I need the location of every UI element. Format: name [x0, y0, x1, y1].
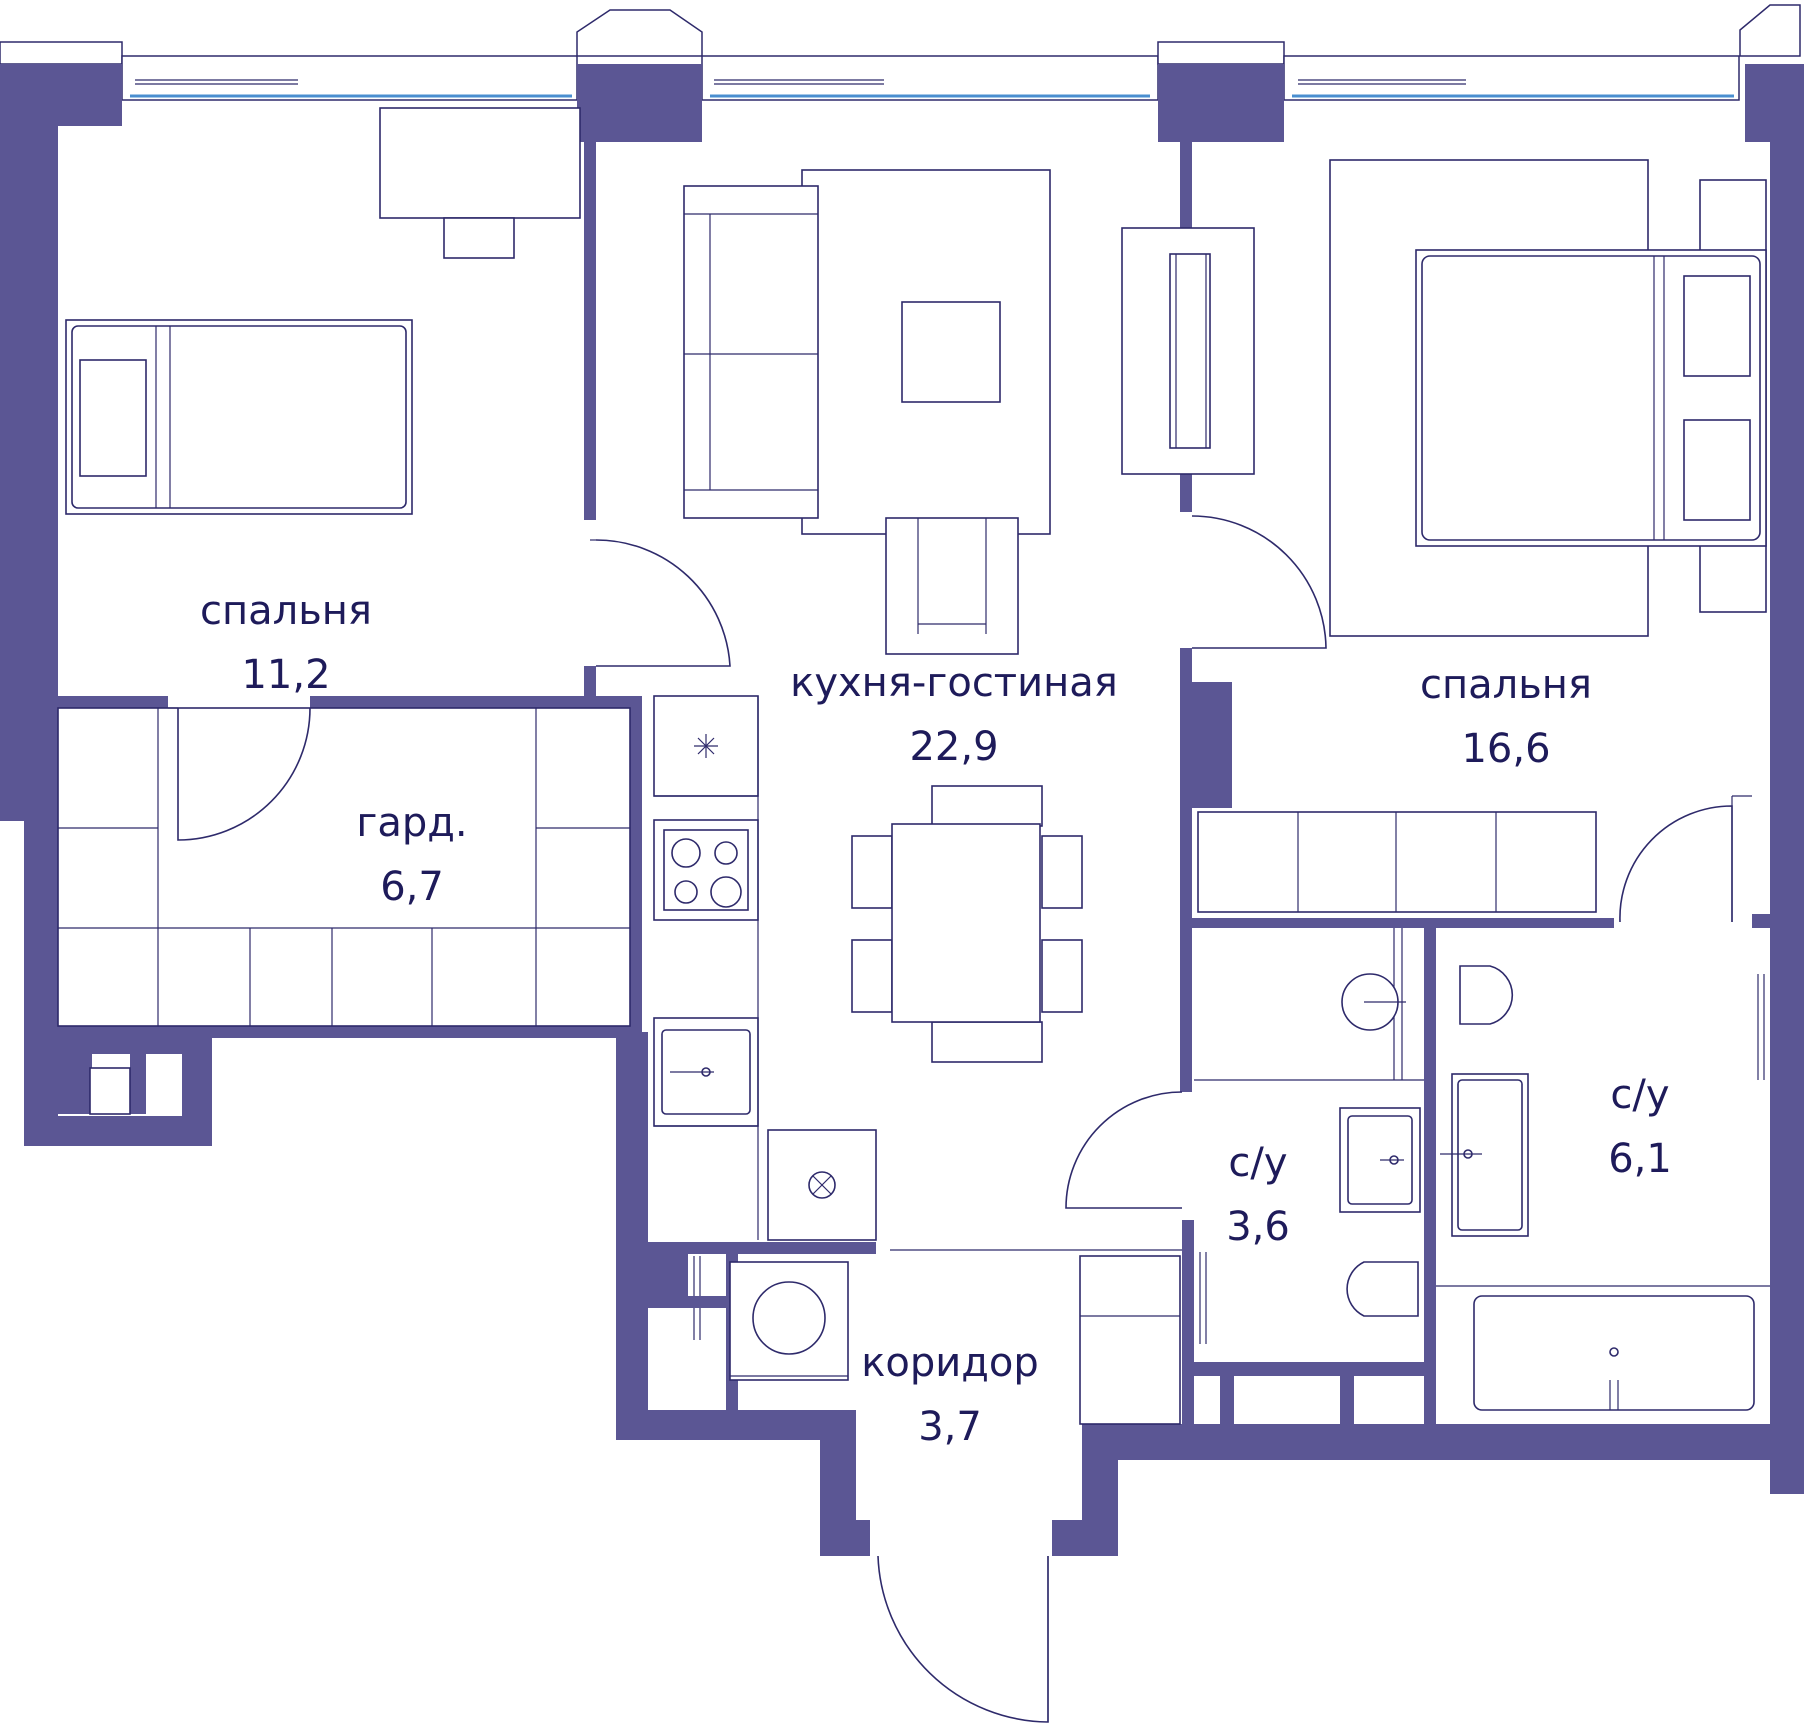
- armchair: [885, 517, 1019, 655]
- tv-console: [1121, 227, 1255, 475]
- bathtub: [1473, 1295, 1755, 1411]
- room-area-bath-small: 3,6: [1226, 1204, 1290, 1250]
- room-labels: спальня 11,2 гард. 6,7 кухня-гостиная 22…: [200, 588, 1672, 1450]
- washing-machine: [729, 1261, 849, 1381]
- room-area-bedroom-left: 11,2: [241, 652, 330, 698]
- room-name-bath-large: с/у: [1610, 1072, 1669, 1118]
- doors: [168, 515, 1752, 1723]
- room-name-wardrobe: гард.: [356, 800, 467, 846]
- sofa: [683, 185, 819, 519]
- bedroom-right-furniture: [1197, 159, 1767, 913]
- room-area-kitchen-living: 22,9: [909, 724, 998, 770]
- closet: [1197, 811, 1597, 913]
- cooktop: [653, 819, 759, 921]
- room-area-wardrobe: 6,7: [380, 864, 444, 910]
- room-name-bedroom-right: спальня: [1420, 662, 1592, 708]
- toilet: [1346, 1261, 1419, 1317]
- room-area-corridor: 3,7: [918, 1404, 982, 1450]
- dining-table: [891, 823, 1041, 1023]
- room-name-bath-small: с/у: [1228, 1140, 1287, 1186]
- room-name-bedroom-left: спальня: [200, 588, 372, 634]
- room-name-corridor: коридор: [861, 1340, 1039, 1386]
- kitchen-furniture: [653, 695, 877, 1241]
- small-bath-furniture: [1194, 928, 1424, 1344]
- living-furniture: [683, 169, 1255, 1063]
- desk-chair: [443, 217, 515, 259]
- corridor-furniture: [693, 1255, 1181, 1425]
- toilet: [1459, 965, 1514, 1025]
- desk: [379, 107, 581, 219]
- room-area-bath-large: 6,1: [1608, 1136, 1672, 1182]
- room-name-kitchen-living: кухня-гостиная: [790, 660, 1118, 706]
- windows: [0, 4, 1801, 101]
- pillow: [79, 359, 147, 477]
- room-area-bedroom-right: 16,6: [1461, 726, 1550, 772]
- bedroom-left-furniture: [65, 107, 581, 515]
- coffee-table: [901, 301, 1001, 403]
- large-bath-furniture: [1436, 965, 1770, 1411]
- wardrobe-furniture: [57, 707, 631, 1115]
- shoe-cabinet: [1079, 1255, 1181, 1425]
